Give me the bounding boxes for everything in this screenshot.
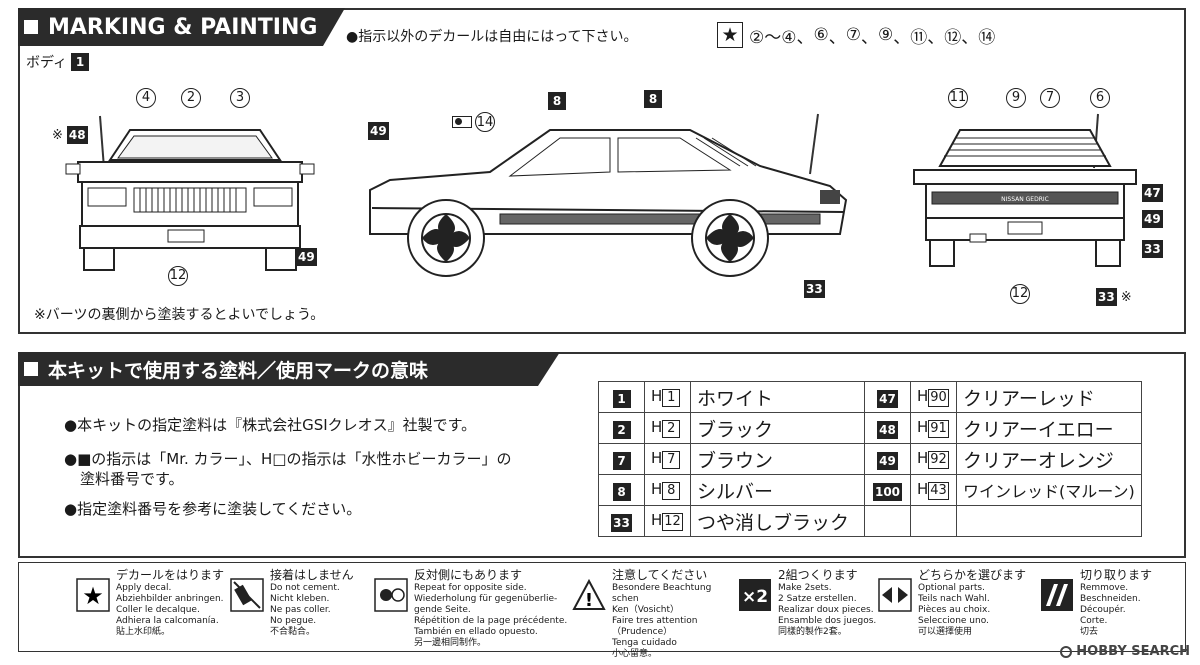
- paint-bullet-1: ●■の指示は「Mr. カラー」、H□の指示は「水性ホビーカラー」の: [64, 450, 512, 468]
- decal-number-1: ⑥: [813, 25, 829, 45]
- header-square-icon: [24, 362, 38, 376]
- no-cement-icon: [230, 578, 264, 612]
- rear-paint-49: 49: [1142, 210, 1163, 228]
- watermark-logo-icon: [1060, 645, 1073, 658]
- marking-title: MARKING & PAINTING: [48, 14, 318, 40]
- rear-callout-6: 6: [1090, 86, 1110, 108]
- svg-text:★: ★: [82, 582, 104, 610]
- decal-note: ●指示以外のデカールは自由にはって下さい。: [346, 29, 638, 45]
- opposite-side-icon: [374, 578, 408, 612]
- rear-callout-7: 7: [1040, 86, 1060, 108]
- rear-paint-33a: 33: [1142, 240, 1163, 258]
- rear-callout-11: 11: [948, 86, 968, 108]
- front-paint-49: 49: [296, 248, 317, 266]
- svg-text:×2: ×2: [742, 587, 768, 607]
- side-paint-33: 33: [804, 280, 825, 298]
- front-callout-12: 12: [168, 264, 188, 286]
- caution-icon: !: [572, 578, 606, 611]
- header-notch: [538, 352, 560, 386]
- marking-header: MARKING & PAINTING: [18, 8, 323, 46]
- decal-number-2: ⑦: [845, 25, 861, 45]
- car-side-view: [369, 113, 848, 277]
- legend-panel: [18, 562, 1186, 652]
- side-paint-8b: 8: [644, 88, 662, 108]
- body-label: ボディ 1: [26, 52, 90, 72]
- rear-callout-9: 9: [1006, 86, 1026, 108]
- star-decal-icon: ★: [717, 22, 743, 48]
- svg-text:!: !: [585, 590, 593, 611]
- rear-plate-text: NISSAN GEDRIC: [1001, 196, 1049, 203]
- watermark: HOBBY SEARCH: [1060, 644, 1190, 659]
- rear-callout-12: 12: [1010, 282, 1030, 304]
- paint-title: 本キットで使用する塗料／使用マークの意味: [48, 359, 429, 382]
- front-paint-48: ※ 48: [52, 126, 88, 144]
- car-front-view: [65, 115, 315, 271]
- header-square-icon: [24, 20, 38, 34]
- cut-icon: [1041, 579, 1073, 611]
- side-paint-8a: 8: [548, 90, 566, 110]
- paint-bullet-3: ●指定塗料番号を参考に塗装してください。: [64, 500, 362, 518]
- make-two-icon: ×2: [739, 579, 771, 611]
- optional-parts-icon: [878, 578, 912, 612]
- paint-bullet-2: 塗料番号です。: [80, 470, 184, 488]
- decal-number-5: ⑫: [944, 27, 962, 48]
- body-paint-code: 1: [71, 53, 90, 71]
- decal-number-4: ⑪: [910, 27, 928, 48]
- side-paint-49: 49: [368, 122, 389, 140]
- front-callout-3: 3: [230, 86, 250, 108]
- side-callout-14: 14: [452, 112, 495, 132]
- car-rear-view: NISSAN GEDRIC: [913, 113, 1137, 267]
- rear-paint-33b: 33 ※: [1096, 288, 1132, 306]
- star-decal-icon: ★: [76, 578, 110, 612]
- decal-number-3: ⑨: [877, 25, 894, 45]
- front-callout-2: 2: [181, 86, 201, 108]
- opposite-side-icon: [452, 116, 472, 128]
- paint-bullet-0: ●本キットの指定塗料は『株式会社GSIクレオス』社製です。: [64, 416, 477, 434]
- decal-number-0: ②～④: [749, 27, 797, 48]
- paint-header: 本キットで使用する塗料／使用マークの意味: [18, 352, 538, 386]
- front-callout-4: 4: [136, 86, 156, 108]
- decal-number-list: ★ ②～④、 ⑥、 ⑦、 ⑨、 ⑪、 ⑫、 ⑭: [717, 22, 995, 48]
- decal-number-6: ⑭: [978, 27, 996, 48]
- marking-footnote: ※バーツの裏側から塗装するとよいでしょう。: [34, 307, 325, 323]
- rear-paint-47: 47: [1142, 184, 1163, 202]
- header-notch: [323, 8, 345, 46]
